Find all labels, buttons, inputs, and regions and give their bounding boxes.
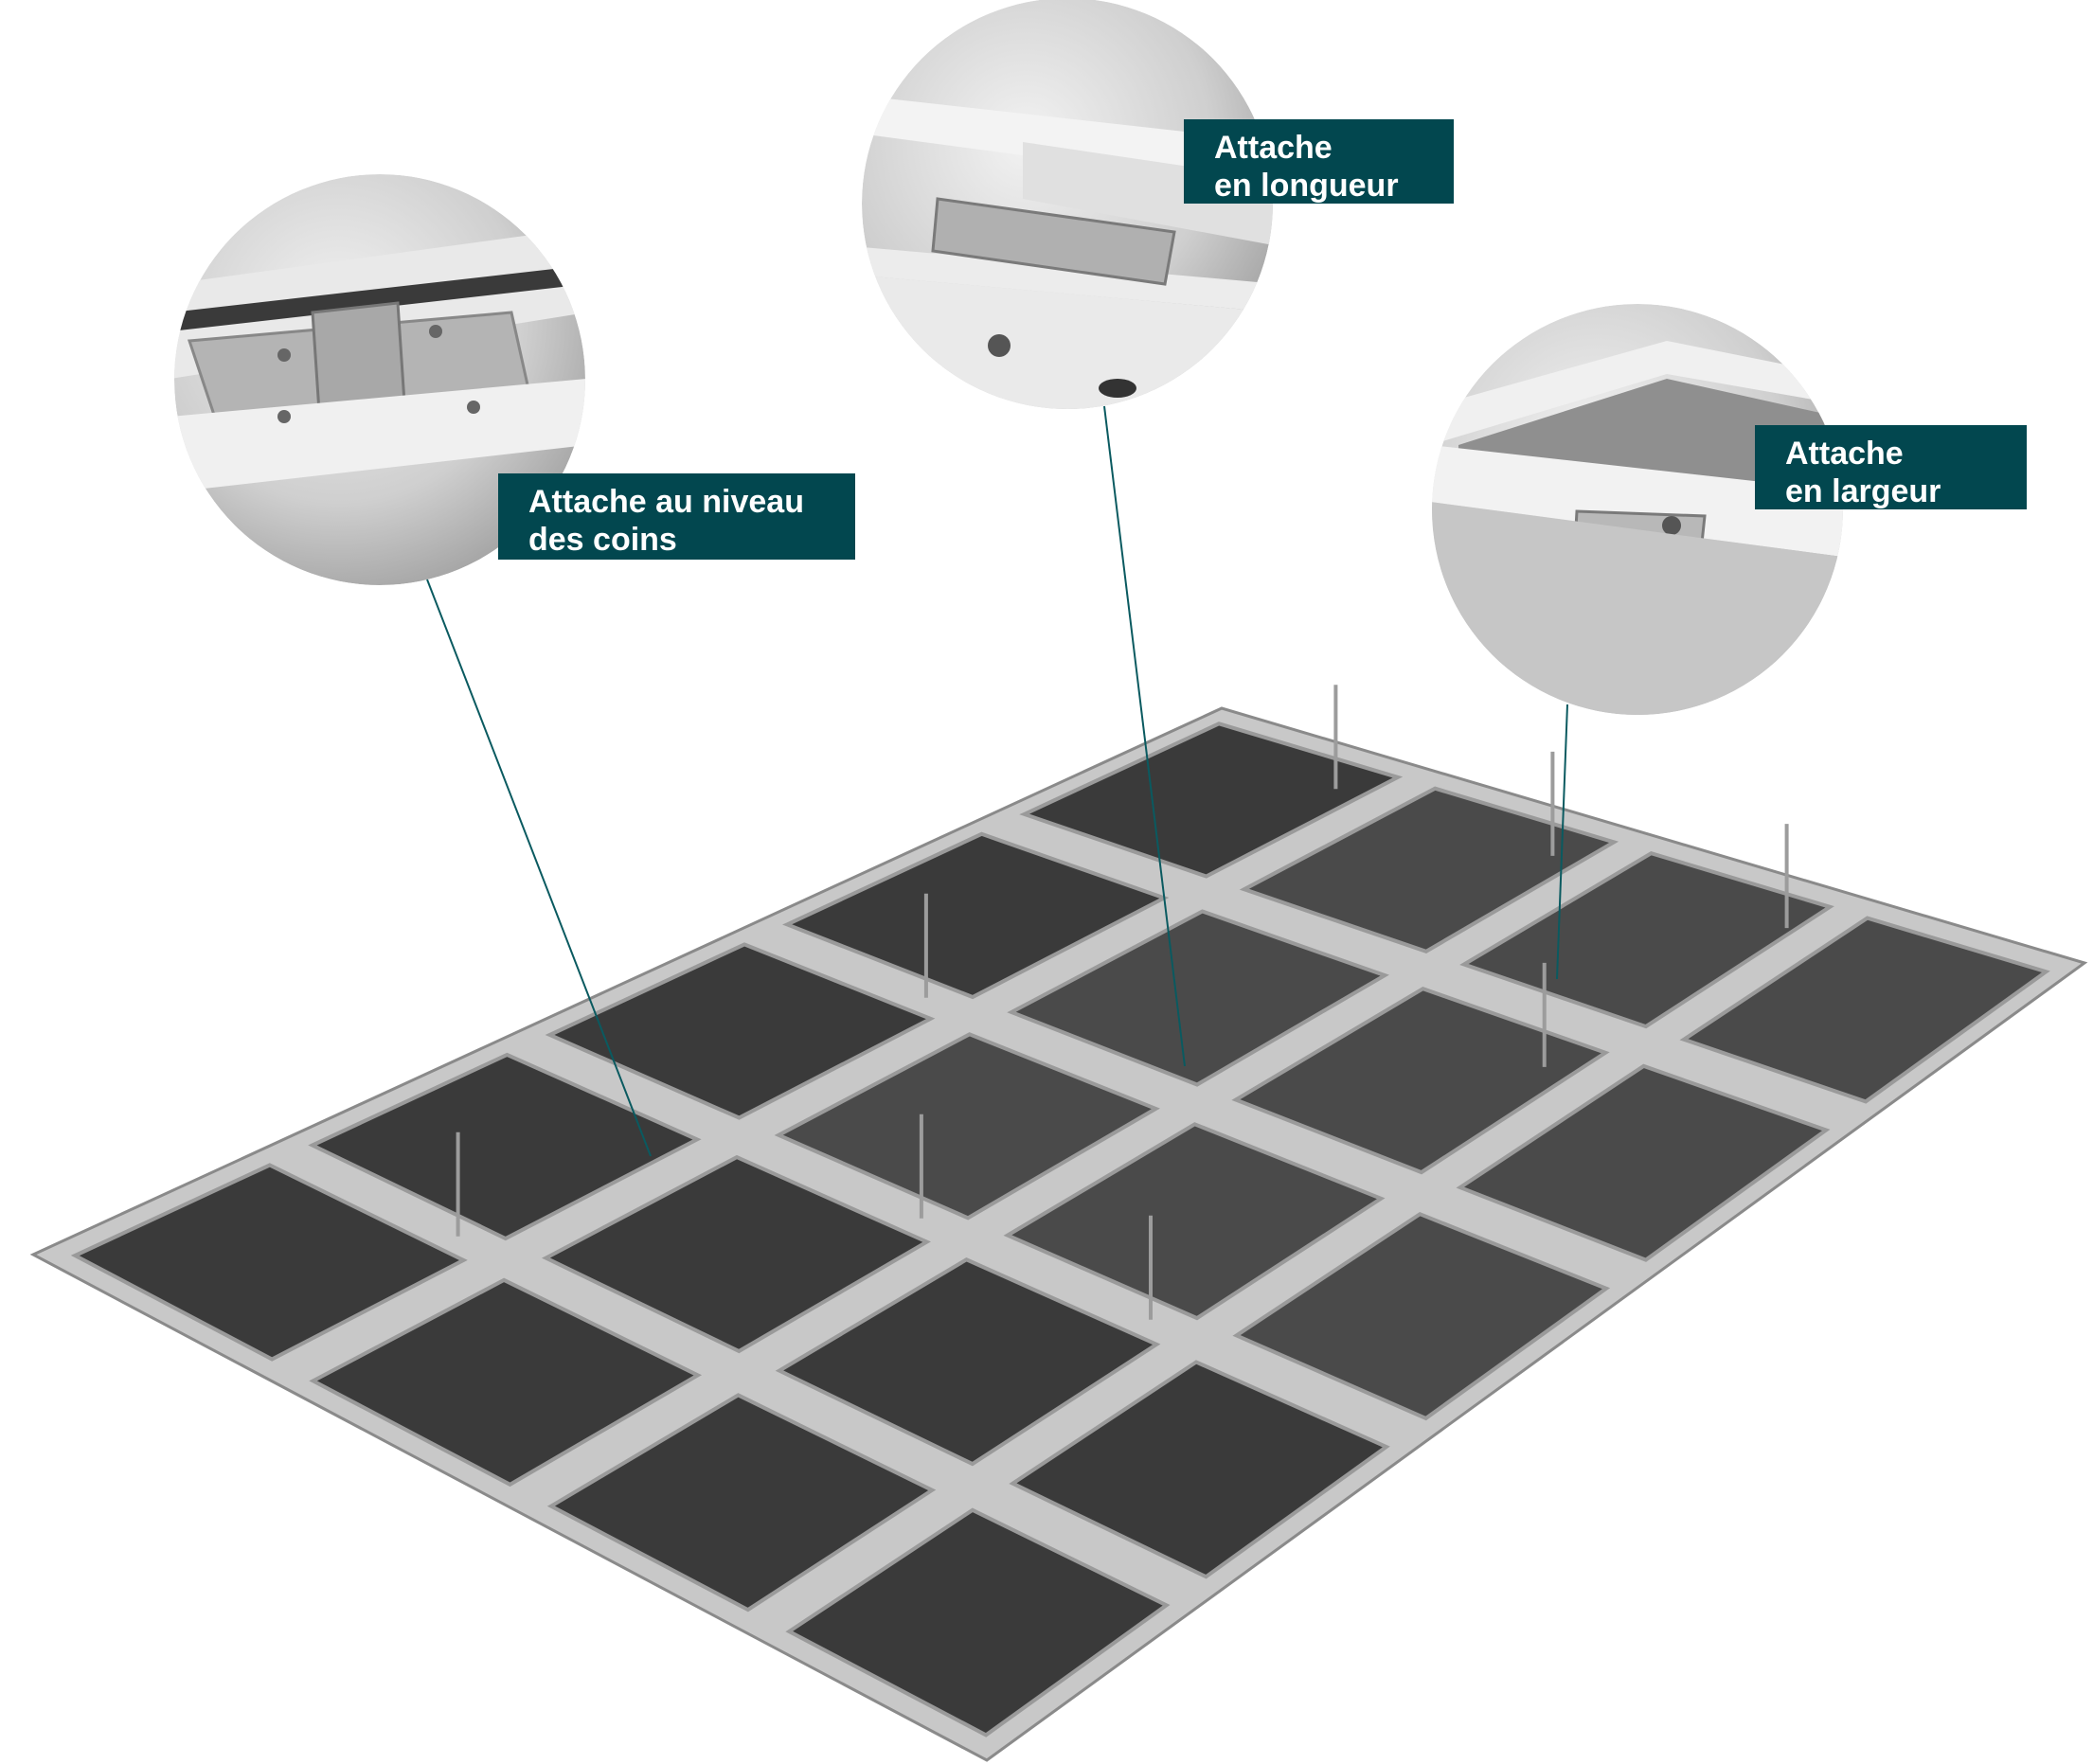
ceiling-panel [1003, 1122, 1386, 1321]
ceiling-panel [785, 1507, 1171, 1737]
detail-circle-corners [174, 174, 585, 585]
ceiling-panel [1239, 786, 1619, 953]
ceiling-panel [541, 1154, 931, 1354]
ceiling-panel [545, 942, 936, 1120]
ceiling-panel [1019, 722, 1404, 879]
callout-text-line: Attache [1785, 436, 1904, 472]
ceiling-panel [308, 1052, 702, 1241]
ceiling-grid [29, 685, 2088, 1762]
detail-circle-width [1432, 304, 1843, 715]
callout-label-corners: Attache au niveau des coins [498, 473, 855, 560]
callout-text-line: des coins [528, 522, 677, 558]
callout-label-width: Attache en largeur [1755, 425, 2027, 509]
ceiling-panel [1679, 916, 2050, 1104]
ceiling-panel [775, 1257, 1161, 1467]
ceiling-panel [1459, 851, 1834, 1029]
leader-line-width [1556, 704, 1568, 980]
ceiling-panel [1232, 1211, 1611, 1421]
leader-line-length [1103, 405, 1186, 1067]
ceiling-panel [1009, 1360, 1390, 1579]
callout-text-line: Attache au niveau [528, 484, 804, 520]
detail-circle-length [862, 0, 1273, 409]
callout-text-line: en largeur [1785, 473, 1941, 509]
callout-text-line: Attache [1214, 130, 1333, 166]
ceiling-panel [1007, 909, 1389, 1087]
leader-line-corners [426, 579, 652, 1157]
ceiling-panel [1231, 987, 1610, 1175]
ceiling-panel [70, 1163, 468, 1362]
callout-label-length: Attache en longueur [1184, 119, 1454, 204]
callout-text-line: en longueur [1214, 168, 1399, 204]
ceiling-panel [774, 1032, 1160, 1221]
ceiling-panel [546, 1393, 937, 1613]
ceiling-panel [309, 1277, 703, 1488]
ceiling-panel [1456, 1063, 1831, 1262]
